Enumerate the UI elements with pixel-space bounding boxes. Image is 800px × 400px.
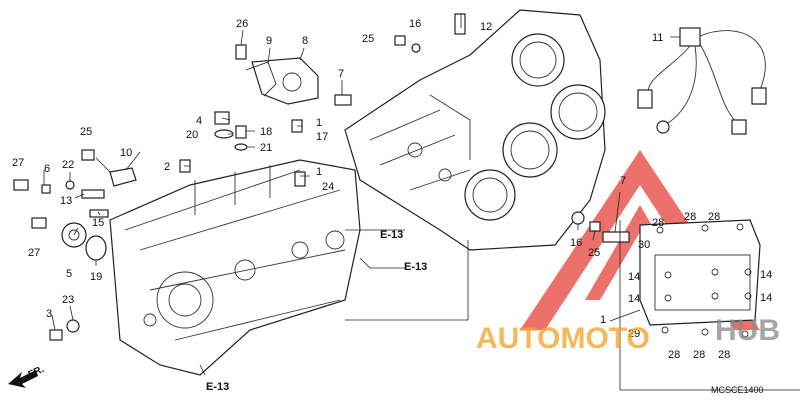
callout-25-left: 25 — [80, 126, 92, 138]
dowel-18 — [235, 125, 247, 139]
callout-21: 21 — [260, 142, 272, 154]
callout-28-top-2: 28 — [684, 211, 696, 223]
callout-16-right: 16 — [570, 237, 582, 249]
callout-labels: 26 9 8 25 16 12 11 7 4 20 18 1 17 25 10 … — [12, 18, 772, 361]
lower-crankcase — [109, 159, 361, 376]
switch-12 — [454, 13, 466, 35]
callout-1-top: 1 — [316, 117, 322, 129]
sensor-7-right — [602, 231, 630, 243]
callout-9: 9 — [266, 35, 272, 47]
callout-14-left-1: 14 — [628, 271, 640, 283]
callout-28-bottom-2: 28 — [693, 349, 705, 361]
callout-28-bottom-3: 28 — [718, 349, 730, 361]
callout-18: 18 — [260, 126, 272, 138]
callout-23: 23 — [62, 294, 74, 306]
watermark-text-left: AUTOMOTO — [476, 322, 650, 355]
front-label: FR. — [27, 364, 46, 381]
bracket-10 — [109, 167, 137, 187]
callout-14-left-2: 14 — [628, 293, 640, 305]
o-ring-21 — [234, 143, 248, 151]
callout-17: 17 — [316, 131, 328, 143]
diagram-code: MCSCE1400 — [711, 385, 764, 395]
callout-24: 24 — [322, 181, 334, 193]
bolt-25-left — [81, 149, 95, 161]
callout-14-right-1: 14 — [760, 269, 772, 281]
callout-15: 15 — [92, 217, 104, 229]
wire-harness-11 — [637, 27, 767, 135]
dowel-24 — [294, 171, 306, 187]
bolt-27-top — [13, 179, 29, 191]
callout-2: 2 — [164, 161, 170, 173]
bolt-25-top — [394, 35, 406, 46]
ref-e13-middle: E-13 — [404, 261, 427, 273]
callout-29: 29 — [628, 328, 640, 340]
side-cover-plate — [619, 219, 800, 391]
callout-19: 19 — [90, 271, 102, 283]
callout-30: 30 — [638, 239, 650, 251]
callout-28-top-3: 28 — [708, 211, 720, 223]
callout-5: 5 — [66, 268, 72, 280]
callout-1-right: 1 — [600, 314, 606, 326]
callout-25-top: 25 — [362, 33, 374, 45]
bolt-27-bottom — [31, 217, 47, 229]
callout-4: 4 — [196, 115, 202, 127]
sensor-13 — [81, 189, 105, 199]
ref-e13-bottom: E-13 — [206, 381, 229, 393]
callout-26: 26 — [236, 18, 248, 30]
clip-6 — [41, 184, 51, 194]
bolt-26 — [235, 44, 247, 60]
callout-7-right: 7 — [620, 175, 626, 187]
bolt-25-right — [589, 221, 601, 232]
washer-16-right — [571, 211, 585, 225]
cover-plate-8 — [251, 57, 319, 105]
upper-crankcase — [344, 9, 606, 251]
callout-13: 13 — [60, 195, 72, 207]
callout-14-right-2: 14 — [760, 292, 772, 304]
callout-1-mid: 1 — [316, 166, 322, 178]
callout-27-bottom: 27 — [28, 247, 40, 259]
leader-lines — [43, 14, 680, 376]
front-direction-indicator: FR. — [8, 364, 46, 388]
callout-7-top: 7 — [338, 68, 344, 80]
callout-28-top-1: 28 — [652, 217, 664, 229]
front-arrow-icon — [8, 370, 38, 388]
callout-27-top: 27 — [12, 157, 24, 169]
callout-6: 6 — [44, 163, 50, 175]
bracket-9 — [245, 61, 277, 97]
plug-3 — [49, 329, 63, 341]
watermark-text-right: HUB — [715, 314, 780, 347]
callout-16-top: 16 — [409, 18, 421, 30]
reference-labels: E-13 E-13 E-13 — [206, 229, 427, 393]
washer-22 — [65, 180, 75, 190]
callout-11: 11 — [652, 32, 663, 44]
small-parts — [13, 13, 630, 341]
callout-28-bottom-1: 28 — [668, 349, 680, 361]
washer-16-top — [411, 43, 421, 53]
callout-20: 20 — [186, 129, 198, 141]
sensor-7 — [334, 94, 352, 106]
washer-23 — [66, 319, 80, 333]
ref-e13-upper: E-13 — [380, 229, 403, 241]
callout-12: 12 — [480, 21, 492, 33]
o-ring-20 — [214, 129, 234, 139]
callout-10: 10 — [120, 147, 132, 159]
o-ring-19 — [85, 235, 107, 261]
callout-25-right: 25 — [588, 247, 600, 259]
callout-3: 3 — [46, 308, 52, 320]
callout-22: 22 — [62, 159, 74, 171]
callout-8: 8 — [302, 35, 308, 47]
